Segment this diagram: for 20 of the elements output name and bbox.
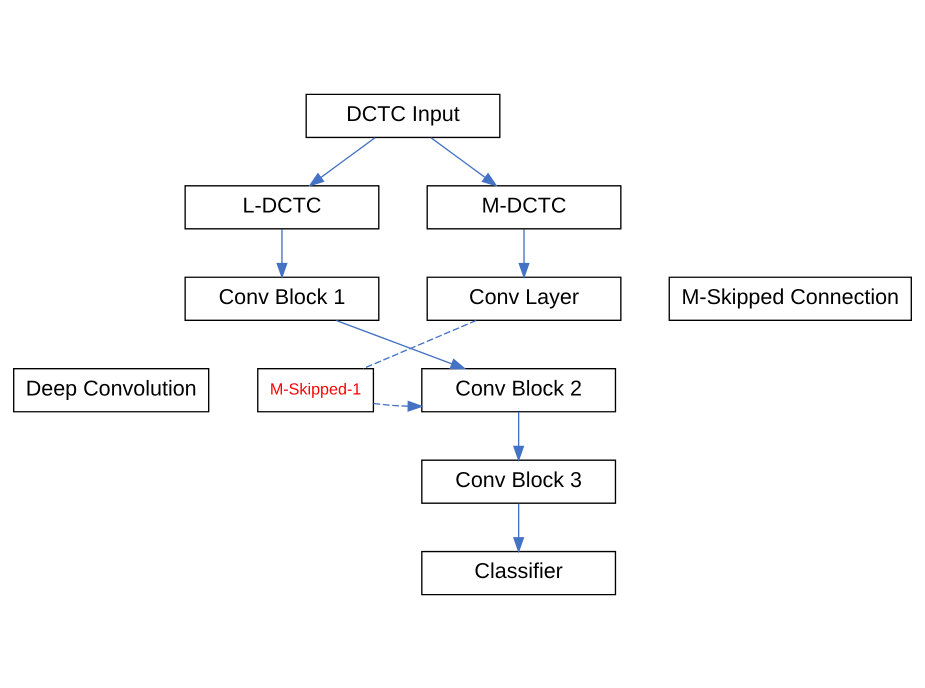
node-box: M-Skipped-1	[257, 368, 374, 412]
arrow	[518, 228, 530, 278]
arrow	[308, 136, 376, 186]
node-box: Classifier	[421, 550, 616, 595]
arrow	[373, 400, 424, 412]
node-box: M-DCTC	[426, 184, 622, 230]
arrow	[336, 319, 466, 369]
node-box: Conv Block 3	[421, 458, 616, 504]
arrow	[512, 503, 524, 553]
arrow	[430, 136, 498, 186]
node-box: Conv Block 1	[184, 276, 380, 320]
node-box: Conv Block 2	[421, 368, 616, 412]
arrow	[512, 412, 524, 462]
node-box: M-Skipped Connection	[668, 276, 912, 320]
arrow	[276, 228, 288, 278]
node-box: L-DCTC	[184, 184, 380, 230]
connector	[362, 319, 476, 369]
node-box: Conv Layer	[426, 276, 622, 320]
node-box: DCTC Input	[306, 93, 500, 138]
node-box: Deep Convolution	[13, 368, 210, 412]
